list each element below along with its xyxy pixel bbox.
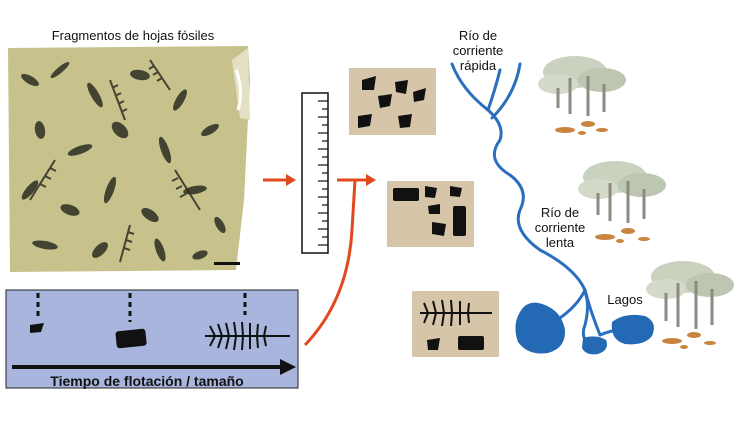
lakes-label: Lagos bbox=[607, 292, 643, 307]
fragment-icon bbox=[115, 328, 147, 349]
slow-river-line-2: corriente bbox=[534, 220, 586, 235]
lakes bbox=[515, 302, 654, 355]
arrow-photo-to-ruler bbox=[263, 174, 296, 186]
tree-cluster-icon bbox=[538, 56, 734, 349]
fast-river-label: Río de corriente rápida bbox=[443, 28, 513, 73]
sample-box-lake bbox=[412, 291, 499, 357]
sample-box-slow bbox=[387, 181, 474, 247]
scale-bar bbox=[214, 262, 240, 265]
slow-river-label: Río de corriente lenta bbox=[525, 205, 595, 250]
fossil-title: Fragmentos de hojas fósiles bbox=[51, 28, 215, 43]
flotation-panel bbox=[5, 289, 299, 389]
fragment-icon bbox=[30, 323, 44, 333]
fast-river-line-2: corriente bbox=[452, 43, 504, 58]
fast-river-line-1: Río de bbox=[458, 28, 498, 43]
sample-box-fast bbox=[349, 68, 436, 135]
slow-river-line-1: Río de bbox=[540, 205, 580, 220]
ruler-icon bbox=[301, 92, 329, 254]
fern-leaf-icon bbox=[205, 321, 290, 351]
slow-river-line-3: lenta bbox=[545, 235, 575, 250]
fossil-rock-image bbox=[8, 46, 250, 272]
fast-river-line-3: rápida bbox=[459, 58, 497, 73]
flotation-axis-label: Tiempo de flotación / tamaño bbox=[50, 373, 244, 389]
arrow-ruler-to-samples bbox=[303, 174, 376, 347]
